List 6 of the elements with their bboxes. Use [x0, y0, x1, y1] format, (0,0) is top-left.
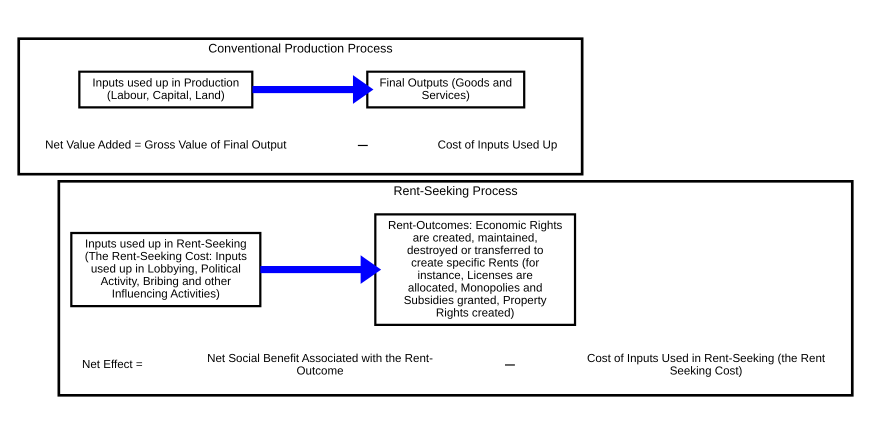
arrow: [252, 74, 374, 104]
node-box: Inputs used up in Rent-Seeking (The Rent-Seeking Cost: Inputs used up in Lobbying, Political Activity, Bribing and other Influencing Activities): [70, 231, 262, 307]
arrow: [260, 254, 382, 284]
node-box: Inputs used up in Production (Labour, Capital, Land): [78, 70, 254, 108]
node-box: Rent-Outcomes: Economic Rights are created, maintained, destroyed or transferred to create specific Rents (for instance, Licenses are allocated, Monopolies and Subsidies granted, Property Rights created): [374, 212, 576, 326]
node-box: Final Outputs (Goods and Services): [366, 70, 526, 108]
